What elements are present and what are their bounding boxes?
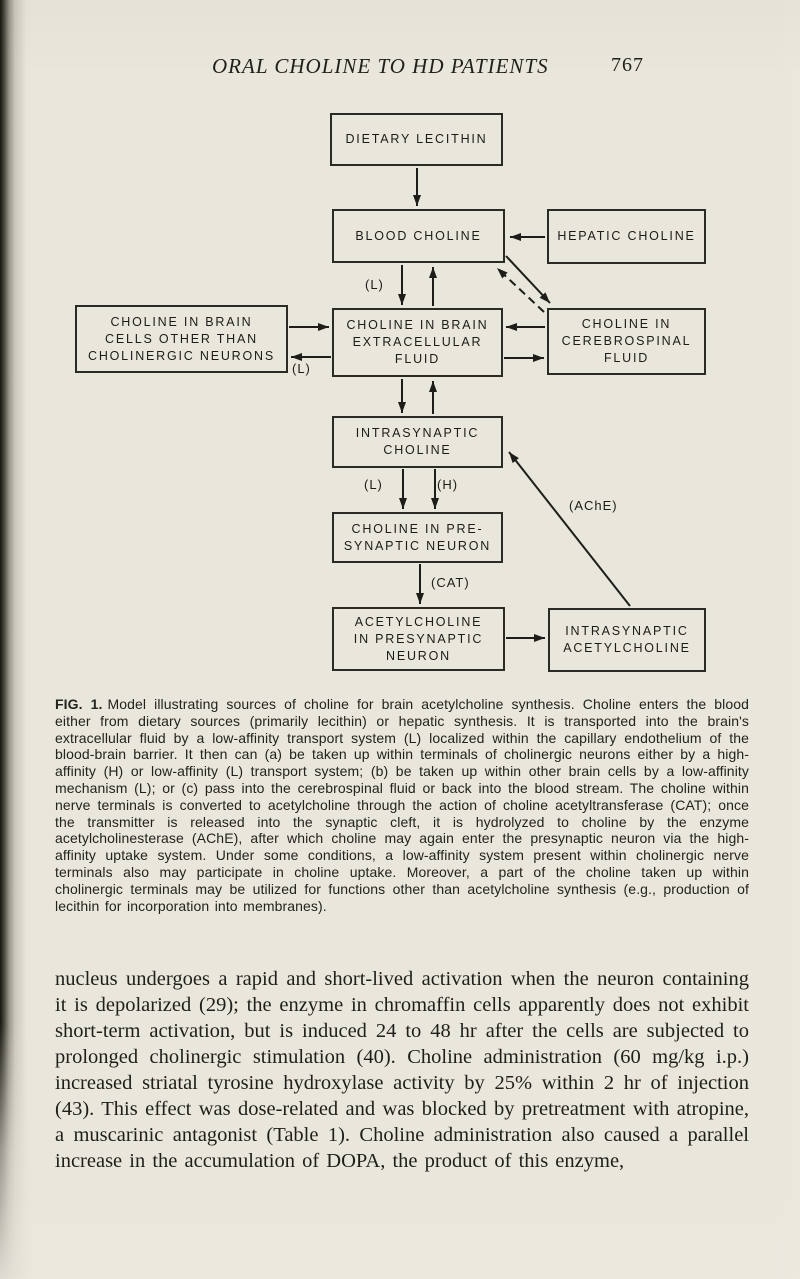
box-intrasynaptic-choline: INTRASYNAPTIC CHOLINE — [332, 416, 503, 468]
body-paragraph: nucleus undergoes a rapid and short-live… — [55, 968, 749, 1172]
box-choline-presynaptic-neuron: CHOLINE IN PRE- SYNAPTIC NEURON — [332, 512, 503, 563]
arrow-csf-to-blood-dashed — [496, 267, 545, 313]
box-hepatic-choline: HEPATIC CHOLINE — [547, 209, 706, 264]
figure-1-diagram: DIETARY LECITHIN BLOOD CHOLINE HEPATIC C… — [75, 113, 706, 672]
figure-caption-text: Model illustrating sources of choline fo… — [55, 696, 749, 914]
label-low-affinity-blood-ecf: (L) — [365, 277, 384, 292]
box-choline-other-brain-cells: CHOLINE IN BRAIN CELLS OTHER THAN CHOLIN… — [75, 305, 288, 373]
box-choline-extracellular-fluid: CHOLINE IN BRAIN EXTRACELLULAR FLUID — [332, 308, 503, 377]
page-number: 767 — [611, 54, 644, 76]
box-acetylcholine-presynaptic-neuron: ACETYLCHOLINE IN PRESYNAPTIC NEURON — [332, 607, 505, 671]
running-head-title: ORAL CHOLINE TO HD PATIENTS — [212, 54, 549, 78]
arrow-ache-hydrolysis — [508, 451, 631, 607]
box-intrasynaptic-acetylcholine: INTRASYNAPTIC ACETYLCHOLINE — [548, 608, 706, 672]
book-binding-edge — [0, 0, 26, 1279]
box-choline-cerebrospinal-fluid: CHOLINE IN CEREBROSPINAL FLUID — [547, 308, 706, 375]
label-low-affinity-other-cells: (L) — [292, 361, 311, 376]
box-blood-choline: BLOOD CHOLINE — [332, 209, 505, 263]
label-low-affinity-uptake: (L) — [364, 477, 383, 492]
figure-caption: FIG. 1.Model illustrating sources of cho… — [55, 696, 749, 914]
arrow-blood-to-csf-diagonal — [505, 255, 551, 304]
box-dietary-lecithin: DIETARY LECITHIN — [330, 113, 503, 166]
label-cat-enzyme: (CAT) — [431, 575, 470, 590]
label-high-affinity-uptake: (H) — [437, 477, 459, 492]
label-ache-enzyme: (AChE) — [569, 498, 618, 513]
figure-caption-label: FIG. 1. — [55, 696, 103, 712]
diagram-arrows-layer — [289, 168, 631, 642]
